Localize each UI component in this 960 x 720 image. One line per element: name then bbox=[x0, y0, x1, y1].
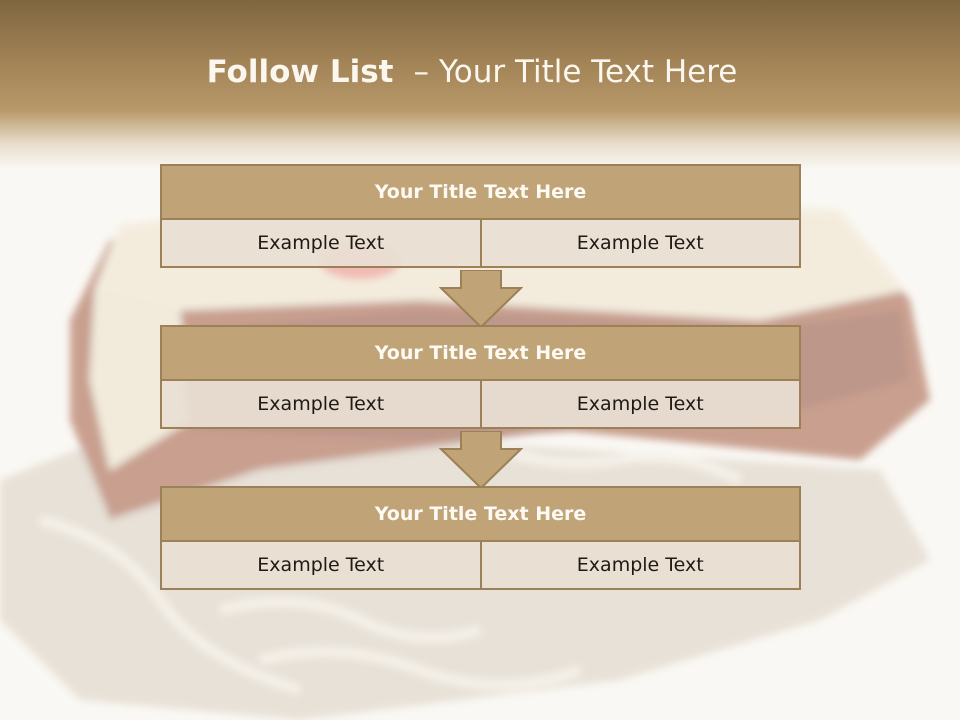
header-band bbox=[0, 0, 960, 170]
step-1: Your Title Text Here Example Text Exampl… bbox=[160, 164, 801, 268]
slide-title: Follow List–Your Title Text Here bbox=[0, 54, 944, 90]
step-1-row: Example Text Example Text bbox=[160, 218, 801, 268]
step-2: Your Title Text Here Example Text Exampl… bbox=[160, 325, 801, 429]
step-1-left-cell: Example Text bbox=[160, 218, 482, 268]
step-3-left-cell: Example Text bbox=[160, 540, 482, 590]
step-2-right-cell: Example Text bbox=[479, 379, 801, 429]
step-2-left-cell: Example Text bbox=[160, 379, 482, 429]
title-dash: – bbox=[413, 54, 429, 90]
step-1-right-cell: Example Text bbox=[479, 218, 801, 268]
step-3-header: Your Title Text Here bbox=[160, 486, 801, 542]
down-arrow-icon bbox=[439, 431, 523, 489]
down-arrow-icon bbox=[439, 270, 523, 328]
title-bold: Follow List bbox=[206, 54, 394, 90]
step-3-row: Example Text Example Text bbox=[160, 540, 801, 590]
step-1-header: Your Title Text Here bbox=[160, 164, 801, 220]
step-3: Your Title Text Here Example Text Exampl… bbox=[160, 486, 801, 590]
title-text: Your Title Text Here bbox=[438, 54, 738, 90]
step-3-right-cell: Example Text bbox=[479, 540, 801, 590]
step-2-header: Your Title Text Here bbox=[160, 325, 801, 381]
step-2-row: Example Text Example Text bbox=[160, 379, 801, 429]
